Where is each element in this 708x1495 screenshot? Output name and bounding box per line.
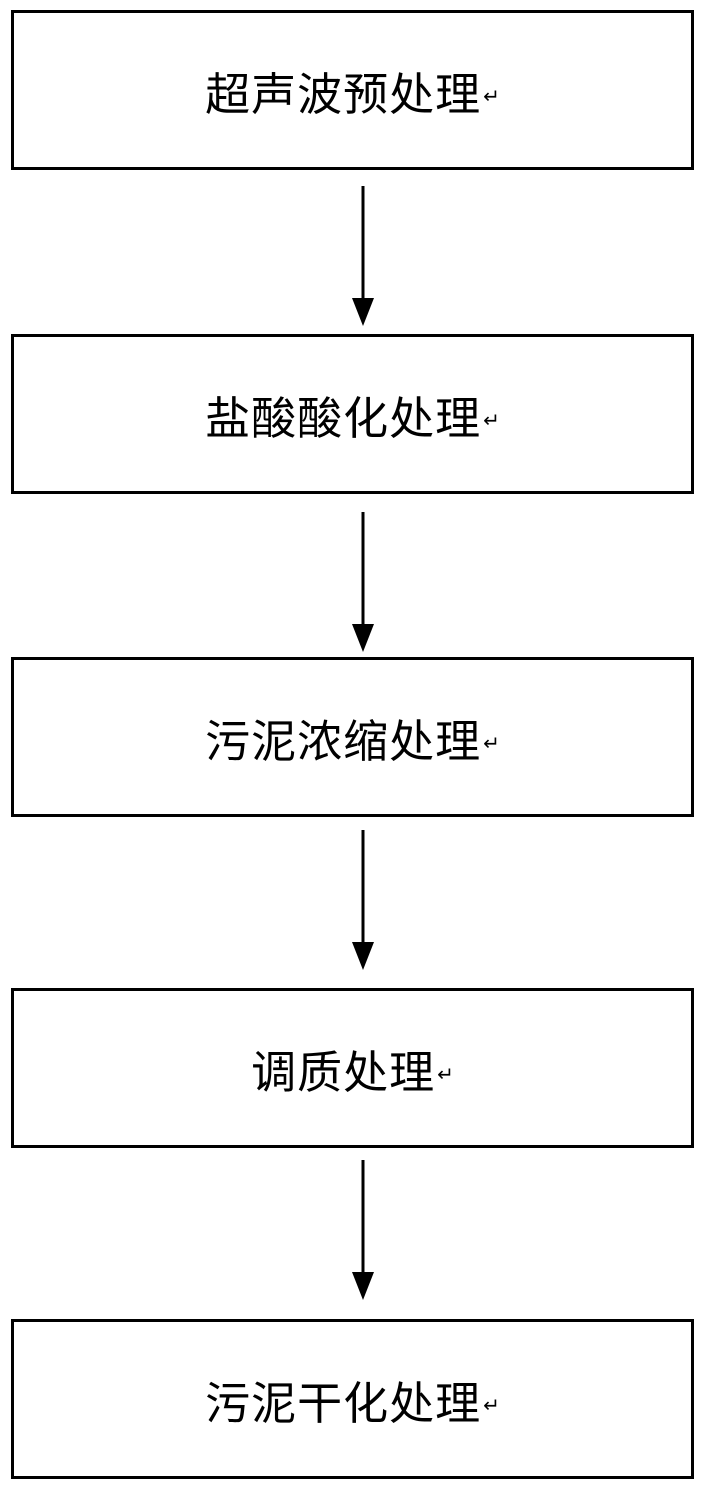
step-label: 污泥干化处理 [205,1376,482,1430]
step-box-ultrasonic-pretreatment: 超声波预处理↵ [11,10,694,170]
step-box-sludge-drying: 污泥干化处理↵ [11,1319,694,1479]
step-box-sludge-thickening: 污泥浓缩处理↵ [11,657,694,817]
step-label: 超声波预处理 [205,67,482,121]
step-box-conditioning: 调质处理↵ [11,988,694,1148]
arrow-down-icon [352,1160,374,1300]
step-label: 调质处理 [251,1045,436,1099]
arrow-down-icon [352,830,374,970]
paragraph-mark-icon: ↵ [483,731,500,755]
arrow-down-icon [352,186,374,326]
paragraph-mark-icon: ↵ [483,84,500,108]
paragraph-mark-icon: ↵ [483,408,500,432]
step-box-hcl-acidification: 盐酸酸化处理↵ [11,334,694,494]
paragraph-mark-icon: ↵ [483,1393,500,1417]
paragraph-mark-icon: ↵ [437,1062,454,1086]
step-label: 盐酸酸化处理 [205,391,482,445]
arrow-down-icon [352,512,374,652]
step-label: 污泥浓缩处理 [205,714,482,768]
